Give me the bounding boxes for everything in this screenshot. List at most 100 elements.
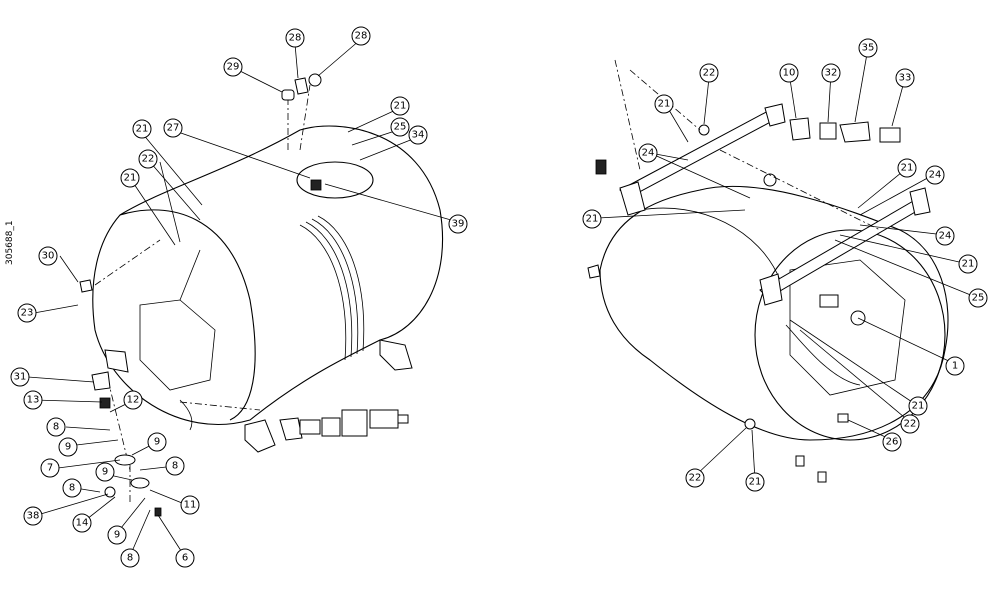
svg-text:8: 8 xyxy=(53,422,59,433)
svg-text:39: 39 xyxy=(452,219,465,230)
right-tank-body xyxy=(599,185,949,441)
callout-bubble: 21 xyxy=(654,94,674,114)
svg-text:8: 8 xyxy=(172,461,178,472)
callout-bubble: 32 xyxy=(821,63,841,83)
svg-text:23: 23 xyxy=(21,308,34,319)
svg-text:12: 12 xyxy=(127,395,140,406)
callout-bubble: 26 xyxy=(882,432,902,452)
svg-text:25: 25 xyxy=(394,122,407,133)
callout-bubble: 31 xyxy=(10,367,30,387)
callout-bubble: 21 xyxy=(390,96,410,116)
svg-text:30: 30 xyxy=(42,251,55,262)
right-tank-assembly xyxy=(587,59,949,483)
callout-bubble: 24 xyxy=(935,226,955,246)
svg-text:21: 21 xyxy=(912,401,925,412)
svg-text:1: 1 xyxy=(952,361,958,372)
svg-text:22: 22 xyxy=(142,154,155,165)
svg-text:21: 21 xyxy=(962,259,975,270)
svg-text:10: 10 xyxy=(783,68,796,79)
callout-bubble: 9 xyxy=(107,525,127,545)
svg-text:25: 25 xyxy=(972,293,985,304)
svg-text:24: 24 xyxy=(929,170,942,181)
callout-bubble: 8 xyxy=(165,456,185,476)
svg-text:21: 21 xyxy=(124,173,137,184)
drawing-number: 305688_1 xyxy=(5,220,15,265)
callout-bubble: 22 xyxy=(138,149,158,169)
svg-text:31: 31 xyxy=(14,372,27,383)
callout-bubble: 22 xyxy=(685,468,705,488)
svg-text:35: 35 xyxy=(862,43,875,54)
callout-bubble: 24 xyxy=(638,143,658,163)
svg-text:9: 9 xyxy=(65,442,71,453)
svg-text:14: 14 xyxy=(76,518,89,529)
callout-bubble: 1 xyxy=(945,356,965,376)
svg-text:24: 24 xyxy=(642,148,655,159)
left-tank-body xyxy=(92,125,444,425)
svg-text:13: 13 xyxy=(27,395,40,406)
svg-text:22: 22 xyxy=(689,473,702,484)
part-callouts: 29 28 28 27 21 21 25 34 22 21 39 30 23 3… xyxy=(10,26,988,568)
callout-bubble: 6 xyxy=(175,548,195,568)
callout-bubble: 22 xyxy=(900,414,920,434)
svg-text:8: 8 xyxy=(69,483,75,494)
callout-bubble: 14 xyxy=(72,513,92,533)
svg-text:24: 24 xyxy=(939,231,952,242)
svg-text:9: 9 xyxy=(154,437,160,448)
callout-bubble: 9 xyxy=(58,437,78,457)
callout-bubble: 21 xyxy=(582,209,602,229)
fill-opening xyxy=(296,161,374,199)
callout-bubble: 33 xyxy=(895,68,915,88)
callout-bubble: 8 xyxy=(120,548,140,568)
callout-bubble: 21 xyxy=(958,254,978,274)
svg-text:22: 22 xyxy=(703,68,716,79)
callout-bubble: 21 xyxy=(120,168,140,188)
svg-text:38: 38 xyxy=(27,511,40,522)
callout-bubble: 34 xyxy=(408,125,428,145)
callout-bubble: 13 xyxy=(23,390,43,410)
svg-text:21: 21 xyxy=(394,101,407,112)
callout-bubble: 10 xyxy=(779,63,799,83)
svg-text:27: 27 xyxy=(167,123,180,134)
callout-bubble: 28 xyxy=(351,26,371,46)
callout-bubble: 35 xyxy=(858,38,878,58)
callout-bubble: 21 xyxy=(908,396,928,416)
svg-text:34: 34 xyxy=(412,130,425,141)
callout-bubble: 9 xyxy=(95,462,115,482)
svg-text:7: 7 xyxy=(47,463,53,474)
callout-bubble: 25 xyxy=(390,117,410,137)
svg-text:8: 8 xyxy=(127,553,133,564)
callout-bubble: 21 xyxy=(897,158,917,178)
svg-text:21: 21 xyxy=(658,99,671,110)
callout-bubble: 12 xyxy=(123,390,143,410)
callout-bubble: 30 xyxy=(38,246,58,266)
callout-bubble: 21 xyxy=(745,472,765,492)
callout-bubble: 21 xyxy=(132,119,152,139)
svg-text:26: 26 xyxy=(886,437,899,448)
svg-text:28: 28 xyxy=(289,33,302,44)
callout-bubble: 29 xyxy=(223,57,243,77)
svg-text:11: 11 xyxy=(184,500,197,511)
svg-text:22: 22 xyxy=(904,419,917,430)
callout-bubble: 39 xyxy=(448,214,468,234)
svg-text:9: 9 xyxy=(114,530,120,541)
svg-text:33: 33 xyxy=(899,73,912,84)
leader-lines xyxy=(27,39,979,558)
callout-bubble: 28 xyxy=(285,28,305,48)
svg-text:21: 21 xyxy=(901,163,914,174)
svg-text:21: 21 xyxy=(586,214,599,225)
callout-bubble: 7 xyxy=(40,458,60,478)
callout-bubble: 8 xyxy=(62,478,82,498)
svg-text:6: 6 xyxy=(182,553,188,564)
svg-text:32: 32 xyxy=(825,68,838,79)
callout-bubble: 27 xyxy=(163,118,183,138)
svg-text:9: 9 xyxy=(102,467,108,478)
svg-text:29: 29 xyxy=(227,62,240,73)
svg-text:28: 28 xyxy=(355,31,368,42)
left-tank-assembly xyxy=(79,73,444,517)
svg-text:21: 21 xyxy=(749,477,762,488)
callout-bubble: 11 xyxy=(180,495,200,515)
callout-bubble: 9 xyxy=(147,432,167,452)
callout-bubble: 25 xyxy=(968,288,988,308)
